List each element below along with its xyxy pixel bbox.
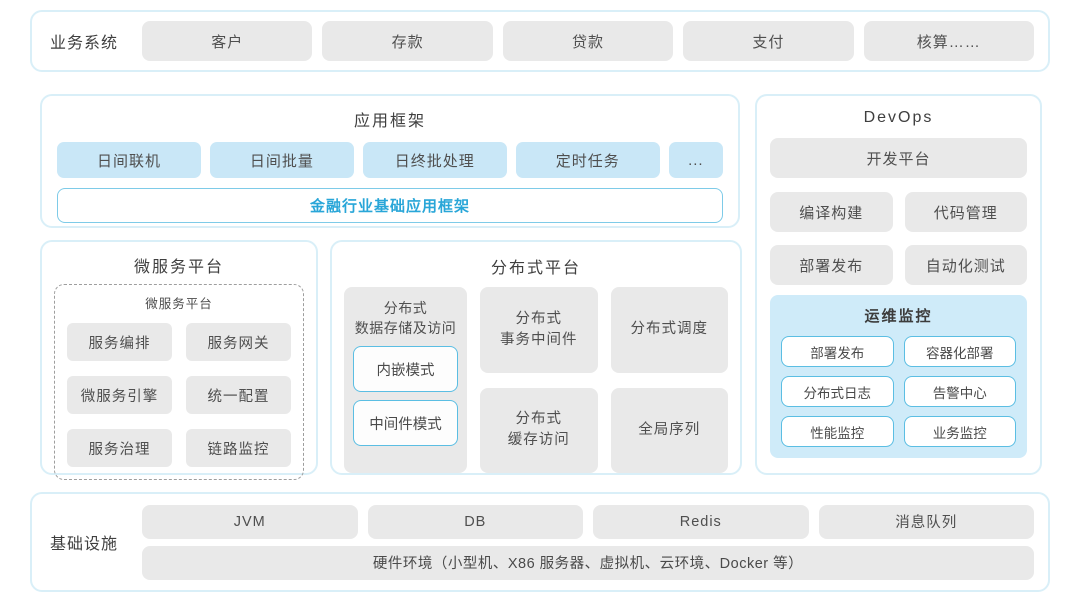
infra-item-message-queue[interactable]: 消息队列 <box>818 504 1035 539</box>
infra-item-db[interactable]: DB <box>367 504 584 539</box>
ms-item-service-gateway[interactable]: 服务网关 <box>186 323 291 361</box>
devops-item-compile-build[interactable]: 编译构建 <box>770 192 893 232</box>
business-item-loan[interactable]: 贷款 <box>502 21 674 61</box>
business-item-accounting[interactable]: 核算…… <box>863 21 1034 61</box>
business-systems-label: 业务系统 <box>50 35 119 52</box>
appframe-item-daytime-batch[interactable]: 日间批量 <box>209 142 354 178</box>
app-framework-modules: 日间联机 日间批量 日终批处理 定时任务 ... <box>57 142 723 178</box>
appframe-item-eod-batch[interactable]: 日终批处理 <box>362 142 507 178</box>
ms-item-service-governance[interactable]: 服务治理 <box>67 429 172 467</box>
devops-title: DevOps <box>863 109 934 126</box>
global-sequence[interactable]: 全局序列 <box>610 387 728 473</box>
ops-monitoring-title: 运维监控 <box>864 308 933 325</box>
business-systems-section: 业务系统 客户 存款 贷款 支付 核算…… <box>30 10 1050 72</box>
hardware-environment-bar: 硬件环境（小型机、X86 服务器、虚拟机、云环境、Docker 等） <box>142 545 1034 580</box>
infrastructure-body: JVM DB Redis 消息队列 硬件环境（小型机、X86 服务器、虚拟机、云… <box>142 504 1035 580</box>
ops-item-performance-monitoring[interactable]: 性能监控 <box>781 416 894 447</box>
ms-item-microservice-engine[interactable]: 微服务引擎 <box>67 376 172 414</box>
middleware-mode-button[interactable]: 中间件模式 <box>353 400 458 447</box>
distributed-right-column: 分布式调度 全局序列 <box>610 287 728 473</box>
appframe-item-daytime-online[interactable]: 日间联机 <box>57 142 201 178</box>
ms-item-service-orchestration[interactable]: 服务编排 <box>67 323 172 361</box>
ops-item-deploy-release[interactable]: 部署发布 <box>781 336 894 367</box>
distributed-cache-access[interactable]: 分布式 缓存访问 <box>480 387 598 473</box>
ops-item-business-monitoring[interactable]: 业务监控 <box>903 416 1016 447</box>
dev-platform-button[interactable]: 开发平台 <box>770 138 1027 178</box>
ops-item-alert-center[interactable]: 告警中心 <box>903 376 1016 407</box>
ops-monitoring-items: 部署发布 容器化部署 分布式日志 告警中心 性能监控 业务监控 <box>781 336 1016 447</box>
ms-item-trace-monitoring[interactable]: 链路监控 <box>186 429 291 467</box>
distributed-middle-column: 分布式 事务中间件 分布式 缓存访问 <box>480 287 598 473</box>
business-item-payment[interactable]: 支付 <box>683 21 854 61</box>
ops-item-containerized-deploy[interactable]: 容器化部署 <box>903 336 1016 367</box>
devops-item-code-management[interactable]: 代码管理 <box>904 192 1027 232</box>
infra-item-jvm[interactable]: JVM <box>142 504 358 539</box>
business-item-deposit[interactable]: 存款 <box>322 21 493 61</box>
business-systems-items: 客户 存款 贷款 支付 核算…… <box>142 21 1034 61</box>
infrastructure-label: 基础设施 <box>50 536 119 553</box>
distributed-platform-section: 分布式平台 分布式 数据存储及访问 内嵌模式 中间件模式 分布式 事务中间件 分… <box>330 240 742 475</box>
distributed-scheduling[interactable]: 分布式调度 <box>610 287 728 373</box>
business-item-customer[interactable]: 客户 <box>142 21 313 61</box>
distributed-transaction-middleware[interactable]: 分布式 事务中间件 <box>480 287 598 373</box>
infra-item-redis[interactable]: Redis <box>593 504 809 539</box>
microservice-inner-box: 微服务平台 服务编排 服务网关 微服务引擎 统一配置 服务治理 链路监控 <box>54 284 304 480</box>
devops-item-deploy-release[interactable]: 部署发布 <box>770 245 893 285</box>
infrastructure-items: JVM DB Redis 消息队列 <box>142 504 1035 539</box>
devops-tools: 编译构建 代码管理 部署发布 自动化测试 <box>770 192 1027 285</box>
financial-base-framework-bar[interactable]: 金融行业基础应用框架 <box>57 188 723 223</box>
app-framework-section: 应用框架 日间联机 日间批量 日终批处理 定时任务 ... 金融行业基础应用框架 <box>40 94 740 228</box>
distributed-storage-box: 分布式 数据存储及访问 内嵌模式 中间件模式 <box>344 287 467 473</box>
distributed-platform-body: 分布式 数据存储及访问 内嵌模式 中间件模式 分布式 事务中间件 分布式 缓存访… <box>344 287 728 473</box>
appframe-item-scheduled-task[interactable]: 定时任务 <box>515 142 660 178</box>
microservice-inner-title: 微服务平台 <box>145 297 213 311</box>
app-framework-title: 应用框架 <box>353 113 426 130</box>
infrastructure-section: 基础设施 JVM DB Redis 消息队列 硬件环境（小型机、X86 服务器、… <box>30 492 1050 592</box>
devops-item-automated-testing[interactable]: 自动化测试 <box>904 245 1027 285</box>
ms-item-unified-config[interactable]: 统一配置 <box>186 376 291 414</box>
distributed-platform-title: 分布式平台 <box>490 260 581 277</box>
distributed-storage-label: 分布式 数据存储及访问 <box>354 300 457 336</box>
devops-section: DevOps 开发平台 编译构建 代码管理 部署发布 自动化测试 运维监控 部署… <box>755 94 1042 475</box>
ops-monitoring-panel: 运维监控 部署发布 容器化部署 分布式日志 告警中心 性能监控 业务监控 <box>770 295 1027 458</box>
microservice-items: 服务编排 服务网关 微服务引擎 统一配置 服务治理 链路监控 <box>67 323 291 467</box>
embedded-mode-button[interactable]: 内嵌模式 <box>353 346 458 393</box>
microservice-platform-section: 微服务平台 微服务平台 服务编排 服务网关 微服务引擎 统一配置 服务治理 链路… <box>40 240 318 480</box>
microservice-platform-title: 微服务平台 <box>133 259 224 276</box>
appframe-item-more[interactable]: ... <box>668 142 723 178</box>
ops-item-distributed-log[interactable]: 分布式日志 <box>781 376 894 407</box>
